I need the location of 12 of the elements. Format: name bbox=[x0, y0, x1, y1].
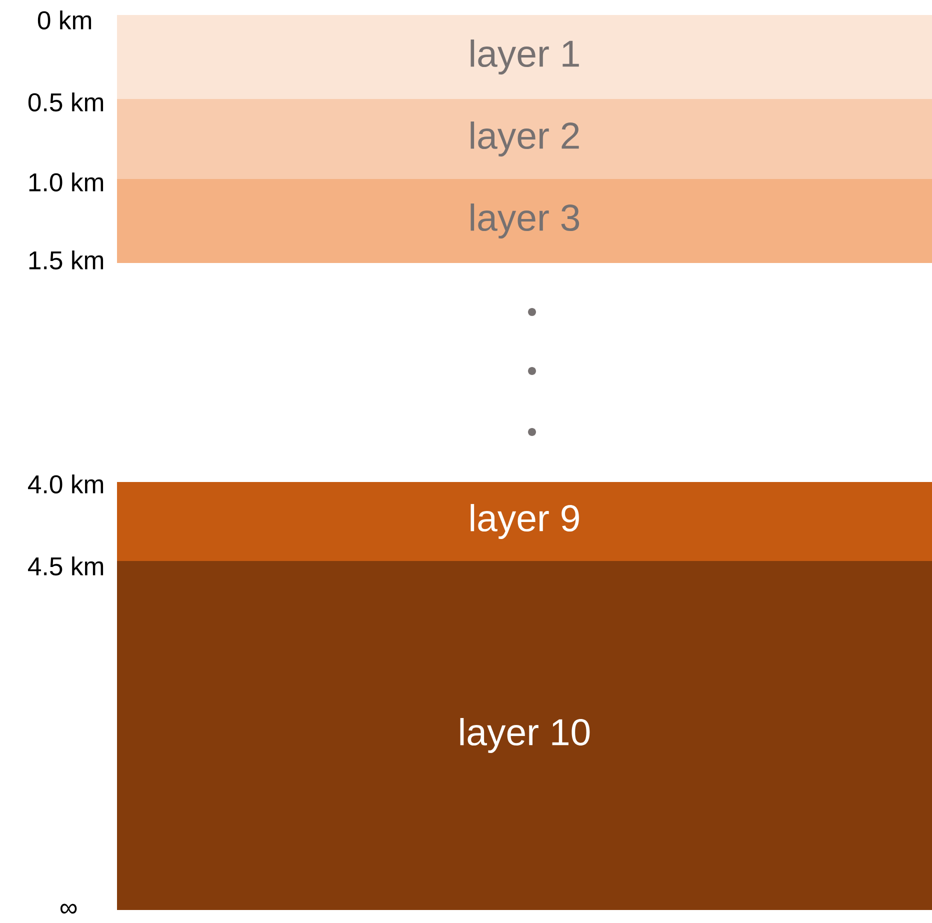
layer-band: layer 10 bbox=[117, 560, 932, 910]
layer-band: layer 2 bbox=[117, 98, 932, 179]
layer-band: layer 1 bbox=[117, 14, 932, 99]
depth-label: 1.5 km bbox=[29, 250, 104, 270]
layer-band: layer 3 bbox=[117, 178, 932, 263]
depth-label: 1.0 km bbox=[29, 172, 104, 192]
depth-label: 0 km bbox=[38, 10, 92, 30]
depth-label: 4.5 km bbox=[28, 556, 104, 576]
layer-band: layer 9 bbox=[117, 482, 932, 561]
depth-label: ∞ bbox=[60, 904, 77, 914]
depth-label: 0.5 km bbox=[28, 92, 104, 112]
depth-label: 4.0 km bbox=[28, 474, 104, 494]
